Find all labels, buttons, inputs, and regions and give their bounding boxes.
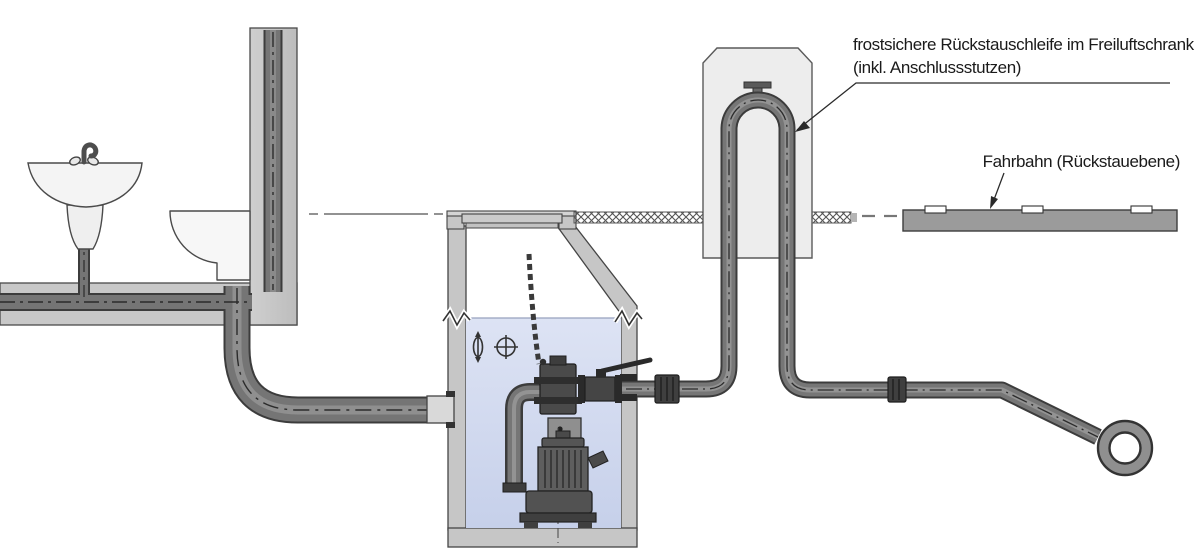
sump-left-wall xyxy=(447,225,467,531)
pump-handle xyxy=(587,450,609,469)
leader-loop-label xyxy=(795,82,1170,132)
arrowhead xyxy=(795,121,810,132)
leader-road-label xyxy=(990,172,1005,209)
faucet-icon xyxy=(69,142,99,166)
pump-volute xyxy=(525,490,593,514)
wall-break-marks xyxy=(440,305,644,331)
sewer-outlet-ring xyxy=(1096,419,1154,477)
inlet-sleeve xyxy=(426,391,455,428)
valve-handle xyxy=(599,357,653,374)
loop-label-line1: frostsichere Rückstauschleife im Freiluf… xyxy=(853,35,1195,54)
toilet xyxy=(169,210,251,281)
sump-cover xyxy=(446,210,577,230)
pump-riser xyxy=(502,383,552,493)
road-marker xyxy=(1021,205,1044,214)
basin-pedestal xyxy=(66,204,104,250)
lifting-chain xyxy=(526,253,542,365)
pipe-fittings xyxy=(620,374,907,404)
road-surface xyxy=(902,205,1178,232)
loop-label-line2: (inkl. Anschlussstutzen) xyxy=(853,58,1021,77)
pipe-coupling xyxy=(654,374,680,404)
shut-off-valve xyxy=(578,357,653,403)
basin-bowl xyxy=(27,162,143,208)
sump-bottom-slab xyxy=(447,527,638,548)
level-sensor-icons xyxy=(472,331,518,363)
pipe-coupling xyxy=(887,376,907,403)
outdoor-cabinet xyxy=(702,47,813,259)
washbasin xyxy=(27,142,143,250)
road-marker xyxy=(1130,205,1153,214)
arrowhead xyxy=(990,196,998,209)
submersible-pump xyxy=(519,428,609,543)
road-marker xyxy=(924,205,947,214)
road-label: Fahrbahn (Rückstauebene) xyxy=(983,152,1180,171)
pressure-pipe xyxy=(598,91,1102,445)
